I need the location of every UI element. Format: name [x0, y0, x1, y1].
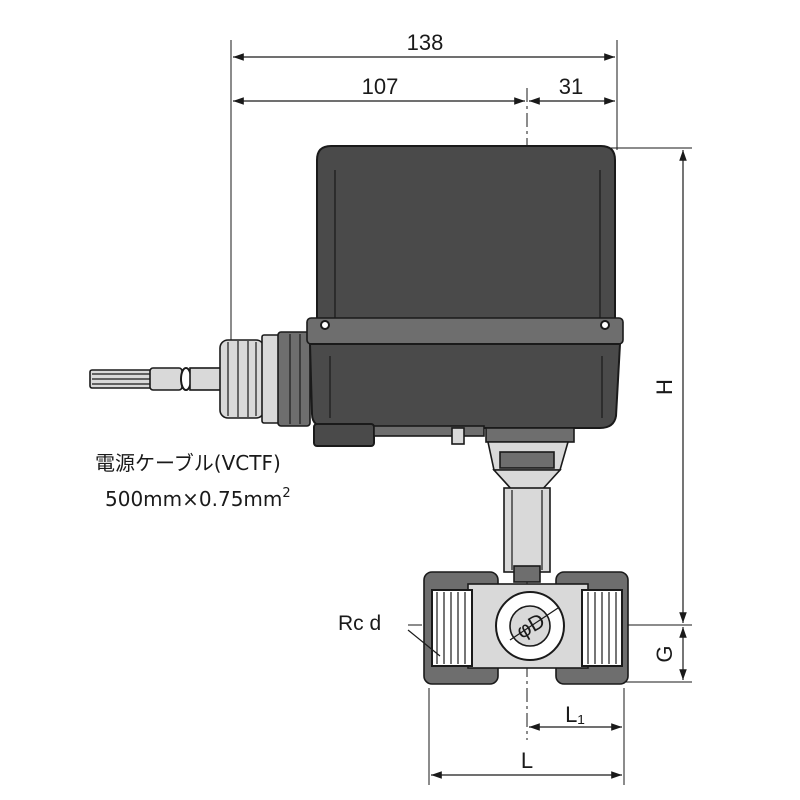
actuator-housing [306, 145, 624, 447]
dim-107: 107 [362, 74, 399, 99]
dim-l1: L₁ [565, 702, 585, 727]
dim-l: L [521, 748, 533, 773]
coupling-neck [487, 441, 570, 583]
cable-spec-main: 500mm×0.75mm [105, 487, 282, 511]
cable-spec-superscript: 2 [282, 486, 290, 501]
cable-gland [219, 331, 311, 427]
dim-31: 31 [559, 74, 583, 99]
dim-138: 138 [407, 30, 444, 55]
dim-h: H [652, 379, 677, 395]
thread-label: Rc d [338, 612, 381, 635]
cable-label-line2: 500mm×0.75mm2 [105, 486, 291, 511]
dim-g: G [652, 645, 677, 662]
power-cable [89, 367, 223, 391]
cable-label-line1: 電源ケーブル(VCTF) [95, 451, 281, 475]
thread-leader-line [407, 629, 441, 657]
bore-leader-line [509, 607, 559, 641]
